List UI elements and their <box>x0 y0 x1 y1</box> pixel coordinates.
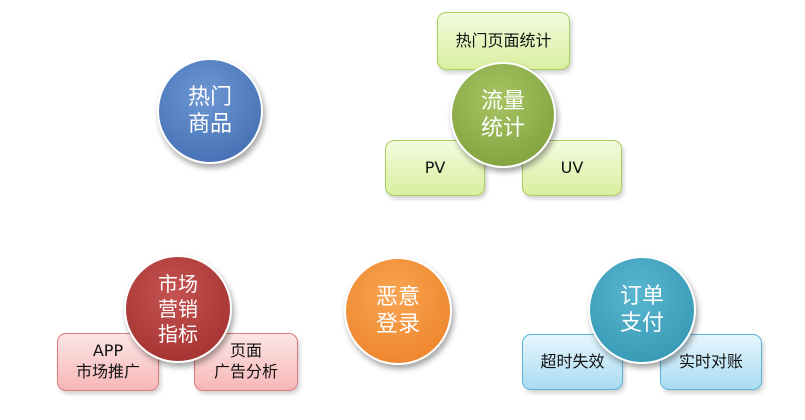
app-promotion-line1: APP <box>92 341 124 361</box>
pv-box: PV <box>385 140 485 196</box>
app-promotion-line2: 市场推广 <box>75 362 140 381</box>
marketing-metrics-circle: 市场 营销 指标 <box>124 255 232 363</box>
malicious-login-line1: 恶意 <box>375 284 420 310</box>
marketing-line1: 市场 <box>158 271 198 296</box>
order-payment-circle: 订单 支付 <box>588 256 696 364</box>
traffic-stats-line1: 流量 <box>480 88 525 114</box>
marketing-line2: 营销 <box>158 296 198 321</box>
traffic-stats-circle: 流量 统计 <box>450 62 556 168</box>
pv-label: PV <box>424 157 446 177</box>
uv-label: UV <box>560 157 584 177</box>
order-payment-line2: 支付 <box>619 311 664 336</box>
realtime-reconcile-label: 实时对账 <box>678 351 743 371</box>
malicious-login-line2: 登录 <box>375 312 420 337</box>
order-payment-line1: 订单 <box>619 283 664 309</box>
hot-products-circle: 热门 商品 <box>157 58 263 164</box>
page-ad-analysis-line1: 页面 <box>229 341 262 361</box>
page-ad-analysis-box: 页面 广告分析 <box>194 333 298 391</box>
hot-page-stats-label: 热门页面统计 <box>455 30 552 50</box>
hot-products-line2: 商品 <box>187 112 232 137</box>
page-ad-analysis-line2: 广告分析 <box>213 362 278 381</box>
hot-page-stats-box: 热门页面统计 <box>437 12 570 70</box>
malicious-login-circle: 恶意 登录 <box>344 257 452 365</box>
marketing-line3: 指标 <box>158 321 198 346</box>
traffic-stats-line2: 统计 <box>480 116 525 141</box>
hot-products-line1: 热门 <box>187 84 232 110</box>
timeout-invalid-label: 超时失效 <box>540 351 605 371</box>
